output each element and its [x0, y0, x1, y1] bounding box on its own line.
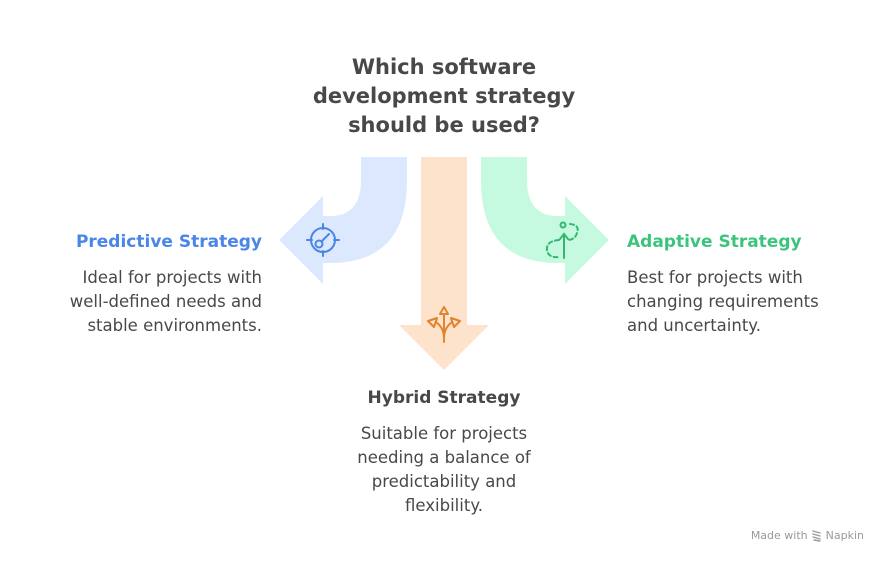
- description-line: Suitable for projects: [360, 424, 528, 443]
- footer-brand: Napkin: [825, 529, 864, 542]
- adaptive-path-icon: [545, 221, 579, 259]
- title-line: development strategy: [312, 84, 576, 108]
- description-line: flexibility.: [405, 496, 483, 515]
- description-line: predictability and: [371, 472, 517, 491]
- target-gauge-icon: [306, 223, 340, 257]
- adaptive-heading: Adaptive Strategy: [627, 232, 802, 252]
- predictive-arrow: [279, 157, 407, 284]
- adaptive-arrow: [481, 157, 609, 284]
- split-arrows-icon: [427, 306, 461, 343]
- napkin-logo-icon: [811, 529, 821, 542]
- hybrid-heading: Hybrid Strategy: [367, 388, 521, 408]
- description-line: and uncertainty.: [627, 316, 761, 335]
- footer-text: Made with: [750, 529, 808, 542]
- description-line: Ideal for projects with: [82, 268, 262, 287]
- description-line: needing a balance of: [357, 448, 531, 467]
- diagram-title: Which software development strategy shou…: [0, 53, 888, 140]
- adaptive-description: Best for projects with changing requirem…: [627, 266, 819, 338]
- description-line: changing requirements: [627, 292, 819, 311]
- hybrid-arrow: [399, 157, 489, 370]
- title-line: Which software: [351, 55, 537, 79]
- predictive-heading: Predictive Strategy: [75, 232, 262, 252]
- made-with-napkin[interactable]: Made with Napkin: [751, 529, 864, 542]
- title-line: should be used?: [348, 113, 540, 137]
- description-line: stable environments.: [87, 316, 262, 335]
- description-line: Best for projects with: [627, 268, 803, 287]
- predictive-description: Ideal for projects with well-defined nee…: [70, 266, 262, 338]
- description-line: well-defined needs and: [69, 292, 262, 311]
- hybrid-description: Suitable for projects needing a balance …: [294, 422, 594, 518]
